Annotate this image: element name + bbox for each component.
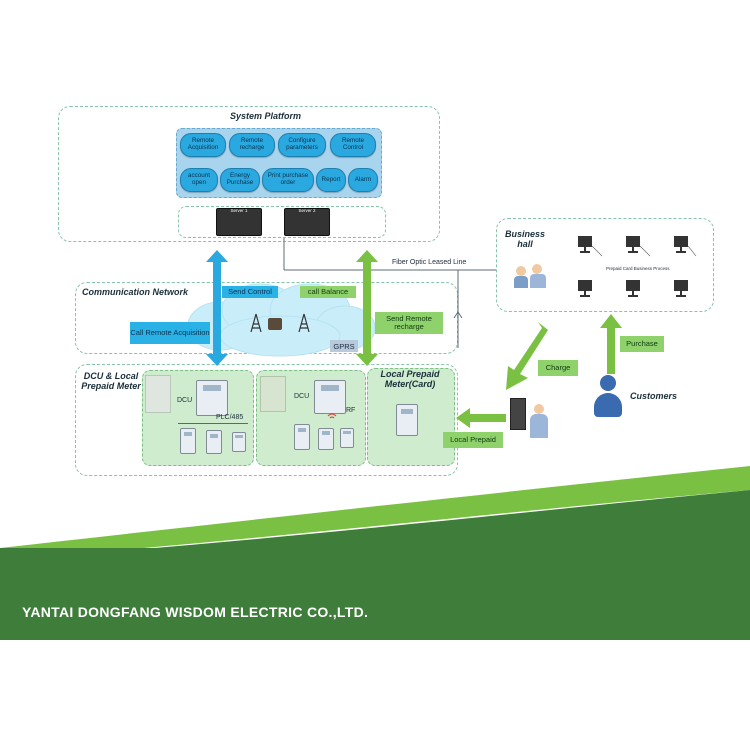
computer-network-icon	[578, 236, 697, 297]
business-hall-title: Business hall	[504, 229, 546, 249]
tower-icon	[250, 313, 262, 333]
tower-icon	[298, 313, 310, 333]
substation-image	[145, 375, 171, 413]
server-1: Server 1	[216, 208, 262, 236]
tree-image	[260, 376, 286, 412]
dcu-label-1: DCU	[177, 397, 193, 404]
communication-network-title: Communication Network	[82, 287, 189, 297]
send-control-label: Send Control	[222, 286, 278, 298]
card-reader-icon	[510, 398, 526, 430]
meter-1	[180, 428, 196, 454]
system-platform-title: System Platform	[230, 111, 302, 121]
meter-3	[232, 432, 246, 452]
dcu-unit-2	[314, 380, 346, 414]
company-name: YANTAI DONGFANG WISDOM ELECTRIC CO.,LTD.	[22, 604, 369, 620]
purchase-label: Purchase	[620, 336, 664, 352]
server-rack-area	[178, 206, 386, 238]
wireless-icon	[327, 413, 337, 419]
call-remote-acquisition-label: Call Remote Acquisition	[130, 322, 210, 344]
meter-6	[340, 428, 354, 448]
local-prepaid-arrow	[456, 408, 506, 428]
function-alarm[interactable]: Alarm	[348, 168, 378, 192]
dcu-unit-1	[196, 380, 228, 416]
router-icon	[268, 318, 282, 330]
dcu-section-title: DCU & Local Prepaid Meter	[81, 371, 141, 391]
function-energy-purchase[interactable]: Energy Purchase	[220, 168, 260, 192]
prepaid-meter	[396, 404, 418, 436]
function-remote-control[interactable]: Remote Control	[330, 133, 376, 157]
local-prepaid-label: Local Prepaid	[443, 432, 503, 448]
server-2-label: Server 2	[298, 208, 316, 213]
dcu-rf-panel	[256, 370, 366, 466]
fiber-optic-line	[283, 238, 500, 348]
dcu-label-2: DCU	[294, 393, 310, 400]
meter-4	[294, 424, 310, 450]
call-balance-label: call Balance	[300, 286, 356, 298]
service-desk-icon	[514, 262, 550, 290]
footer-band	[0, 548, 750, 640]
charge-arrow	[506, 322, 548, 390]
operator-icon	[530, 404, 548, 438]
server-1-label: Server 1	[230, 208, 248, 213]
gprs-label: GPRS	[330, 340, 358, 352]
plc-label: PLC/485	[216, 414, 244, 421]
server-2: Server 2	[284, 208, 330, 236]
blue-double-arrow	[206, 250, 228, 366]
function-print-purchase-order[interactable]: Print purchase order	[262, 168, 314, 192]
function-report[interactable]: Report	[316, 168, 346, 192]
purchase-arrow	[600, 314, 622, 374]
charge-label: Charge	[538, 360, 578, 376]
prepaid-process-label: Prepaid Card Business Process	[606, 266, 670, 271]
send-remote-recharge-label: Send Remote recharge	[375, 312, 443, 334]
function-remote-acquisition[interactable]: Remote Acquisition	[180, 133, 226, 157]
green-double-arrow	[356, 250, 378, 366]
meter-2	[206, 430, 222, 454]
fiber-optic-label: Fiber Optic Leased Line	[392, 259, 467, 266]
local-prepaid-title: Local Prepaid Meter(Card)	[380, 369, 440, 389]
customers-label: Customers	[630, 391, 678, 401]
customer-icon	[594, 375, 622, 417]
rf-label: RF	[346, 407, 356, 414]
function-account-open[interactable]: account open	[180, 168, 218, 192]
function-configure-parameters[interactable]: Configure parameters	[278, 133, 326, 157]
meter-5	[318, 428, 334, 450]
footer-swoosh	[0, 466, 750, 560]
plc-bus-line	[178, 423, 248, 424]
function-remote-recharge[interactable]: Remote recharge	[229, 133, 275, 157]
